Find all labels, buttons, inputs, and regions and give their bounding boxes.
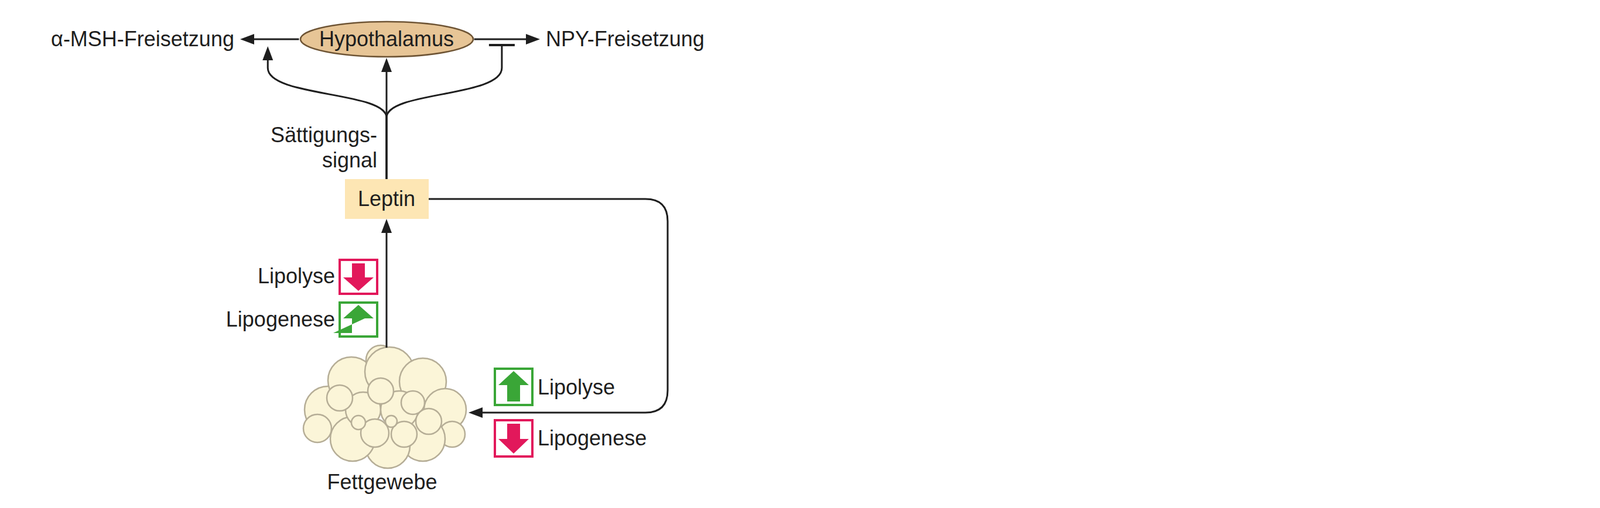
edge-label: Sättigungs- signal (270, 122, 378, 173)
process-label: Lipogenese (537, 425, 647, 451)
node-text: Leptin (357, 186, 416, 212)
node-text: NPY-Freisetzung (545, 26, 705, 52)
decrease-icon (494, 420, 533, 457)
connector-arrow (381, 219, 392, 348)
process-label: Lipolyse (537, 374, 615, 400)
hormone-box: Leptin (344, 179, 429, 220)
node-text: α-MSH-Freisetzung (50, 26, 235, 52)
increase-icon (494, 368, 533, 406)
node-text: Fettgewebe (326, 469, 437, 495)
organ-ellipse: Hypothalamus (299, 20, 475, 58)
tissue-node: Fettgewebe (295, 345, 469, 495)
connector-arrow (262, 46, 387, 180)
decrease-icon (339, 260, 378, 294)
increase-icon (333, 302, 378, 337)
connector-arrow (386, 45, 515, 180)
process-label: Lipolyse (257, 263, 335, 289)
output-label: NPY-Freisetzung (543, 24, 707, 55)
fat-tissue-cloud (303, 345, 467, 469)
process-label: Lipogenese (226, 306, 335, 333)
node-text: Hypothalamus (319, 26, 455, 52)
connector-arrow (240, 33, 300, 45)
output-label: α-MSH-Freisetzung (48, 24, 237, 55)
connector-arrow (474, 33, 541, 45)
connector-arrow (428, 199, 669, 419)
